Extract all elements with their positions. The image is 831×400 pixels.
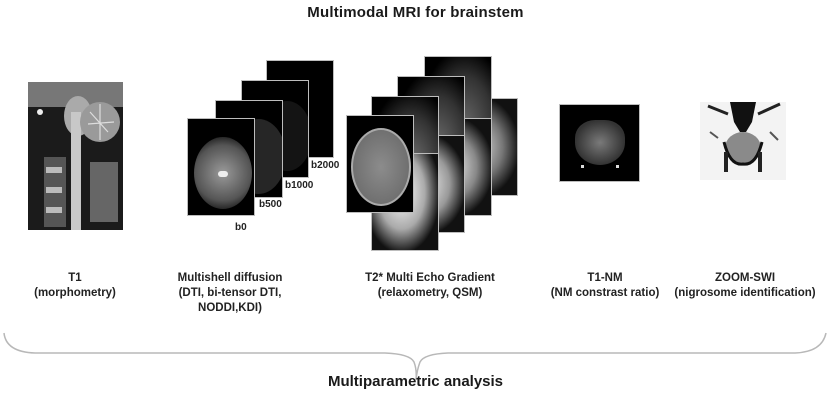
footer-label: Multiparametric analysis: [327, 373, 504, 390]
caption-zoom-swi: ZOOM-SWI (nigrosome identification): [670, 271, 820, 301]
caption-diffusion: Multishell diffusion (DTI, bi-tensor DTI…: [165, 271, 295, 316]
t1-sagittal-image: [28, 82, 123, 230]
figure-title: Multimodal MRI for brainstem: [307, 4, 524, 21]
t1-nm-image: [559, 104, 640, 182]
zoom-swi-drawing: [707, 102, 781, 172]
caption-diffusion-detail2: NODDI,KDI): [198, 302, 262, 314]
caption-zoom-swi-detail: (nigrosome identification): [674, 287, 816, 299]
caption-t2star-detail: (relaxometry, QSM): [377, 287, 483, 299]
caption-t2star: T2* Multi Echo Gradient (relaxometry, QS…: [345, 271, 515, 301]
caption-zoom-swi-name: ZOOM-SWI: [714, 272, 776, 284]
shell-label-b2000: b2000: [311, 160, 340, 171]
caption-diffusion-detail: (DTI, bi-tensor DTI,: [178, 287, 282, 299]
diffusion-b0-image: [187, 118, 255, 216]
caption-t1-nm-name: T1-NM: [587, 272, 623, 284]
caption-diffusion-name: Multishell diffusion: [177, 272, 283, 284]
caption-t2star-name: T2* Multi Echo Gradient: [365, 272, 495, 284]
caption-t1-nm-detail: (NM constrast ratio): [550, 287, 660, 299]
caption-t1-nm: T1-NM (NM constrast ratio): [540, 271, 670, 301]
zoom-swi-image: [700, 102, 786, 180]
caption-t1: T1 (morphometry): [10, 271, 140, 301]
shell-label-b500: b500: [259, 199, 282, 210]
echo-magnitude-image-1: [346, 115, 414, 213]
caption-t1-name: T1: [68, 272, 82, 284]
shell-label-b0: b0: [235, 222, 247, 233]
caption-t1-detail: (morphometry): [34, 287, 116, 299]
t1-sagittal-drawing: [28, 82, 123, 230]
shell-label-b1000: b1000: [285, 180, 314, 191]
